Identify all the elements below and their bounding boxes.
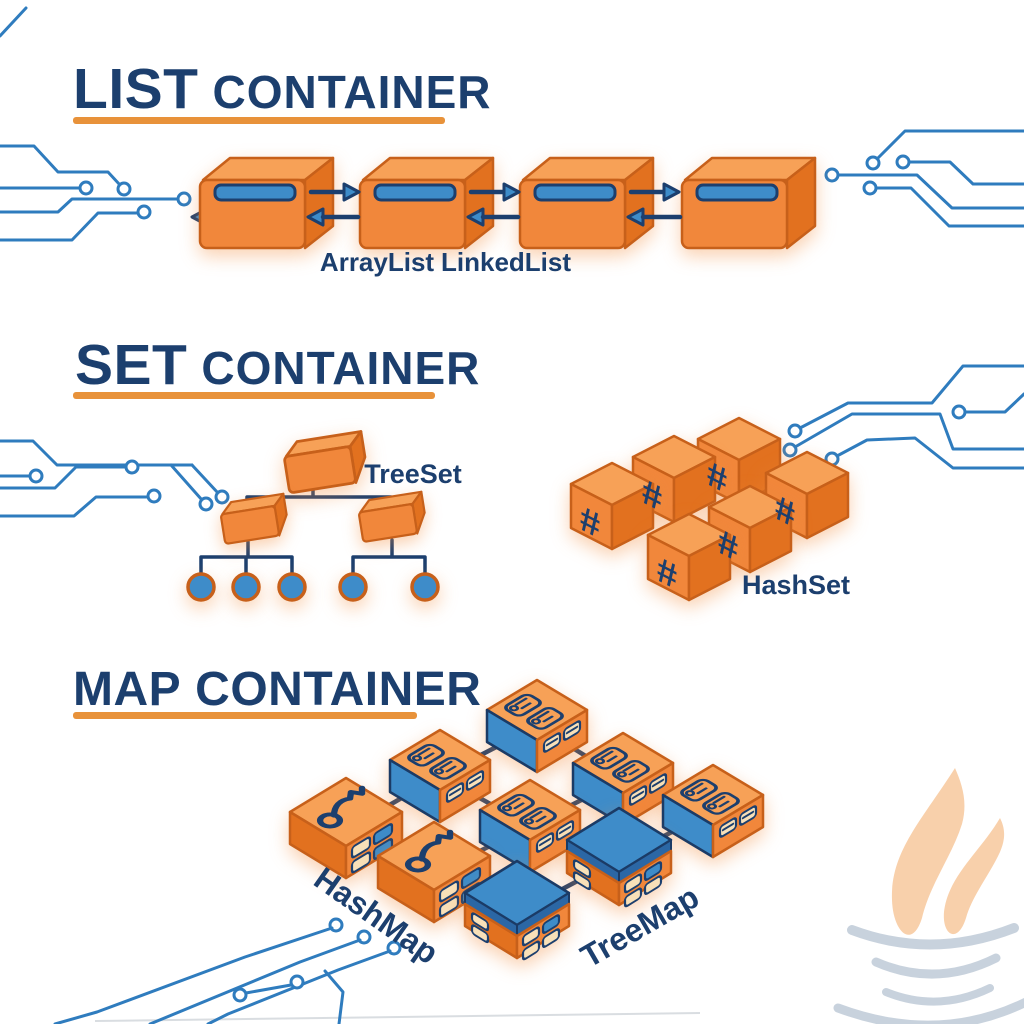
java-cup-icon <box>847 923 1019 950</box>
list-node-box-2 <box>358 156 495 250</box>
map-entry-box <box>478 778 582 874</box>
list-node-box-1 <box>198 156 335 250</box>
map-title-underline <box>73 712 417 719</box>
map-entry-box <box>485 678 589 774</box>
map-entry-box <box>661 763 765 859</box>
treeset-child-node <box>217 492 291 546</box>
treeset-leaf-node <box>338 572 368 602</box>
treeset-label: TreeSet <box>364 459 462 489</box>
map-title-word1: MAP <box>73 663 182 716</box>
java-logo <box>833 768 1024 1024</box>
list-node-box-3 <box>518 156 655 250</box>
treeset-leaf-node <box>231 572 261 602</box>
list-section-title: LIST CONTAINER <box>73 56 492 122</box>
arrow-right-icon <box>342 182 361 202</box>
hash-icon: # <box>718 520 738 571</box>
hash-icon: # <box>775 486 795 537</box>
treeset-child-node <box>355 490 429 544</box>
treeset-leaf-node <box>410 572 440 602</box>
java-steam-icon <box>943 818 1005 935</box>
map-title-word2: CONTAINER <box>195 663 482 716</box>
hash-icon: # <box>657 548 677 599</box>
hashset-label: HashSet <box>741 570 851 600</box>
arrow-right-icon <box>502 182 521 202</box>
treeset-root-node <box>280 430 371 495</box>
java-cup-icon <box>833 997 1024 1024</box>
treeset-leaf-node <box>277 572 307 602</box>
arrow-right-icon <box>662 182 681 202</box>
circuit-trace-top-left-corner <box>0 6 28 38</box>
list-node-box-4 <box>680 156 817 250</box>
circuit-trace-left-upper <box>0 144 192 242</box>
hash-icon: # <box>707 452 727 503</box>
list-title-underline <box>73 117 445 124</box>
circuit-trace-left-middle <box>0 439 230 518</box>
set-title-word1: SET <box>75 333 188 397</box>
hash-icon: # <box>580 497 600 548</box>
java-steam-icon <box>891 768 965 935</box>
arraylist-label: ArrayList <box>319 247 435 277</box>
treeset-diagram <box>186 430 440 602</box>
hashset-diagram: # # # # # # <box>569 416 850 602</box>
set-title-underline <box>73 392 435 399</box>
linkedlist-label: LinkedList <box>440 247 572 277</box>
set-section-title: SET CONTAINER <box>75 332 480 398</box>
circuit-trace-top-right <box>824 129 1024 228</box>
map-diagram <box>290 678 765 962</box>
list-diagram <box>190 156 817 250</box>
list-title-word2: CONTAINER <box>212 66 492 118</box>
list-title-word1: LIST <box>73 57 199 121</box>
java-cup-icon <box>882 984 994 1006</box>
map-section-title: MAP CONTAINER <box>73 662 481 717</box>
treemap-blue-box <box>565 806 673 909</box>
java-cup-icon <box>871 953 1001 979</box>
map-entry-box <box>388 728 492 824</box>
circuit-trace-right-middle <box>782 364 1024 470</box>
treeset-leaf-node <box>186 572 216 602</box>
hash-icon: # <box>642 470 662 521</box>
set-title-word2: CONTAINER <box>201 342 481 394</box>
circuit-trace-bottom-left <box>53 917 701 1024</box>
list-link-arrows <box>306 182 683 227</box>
